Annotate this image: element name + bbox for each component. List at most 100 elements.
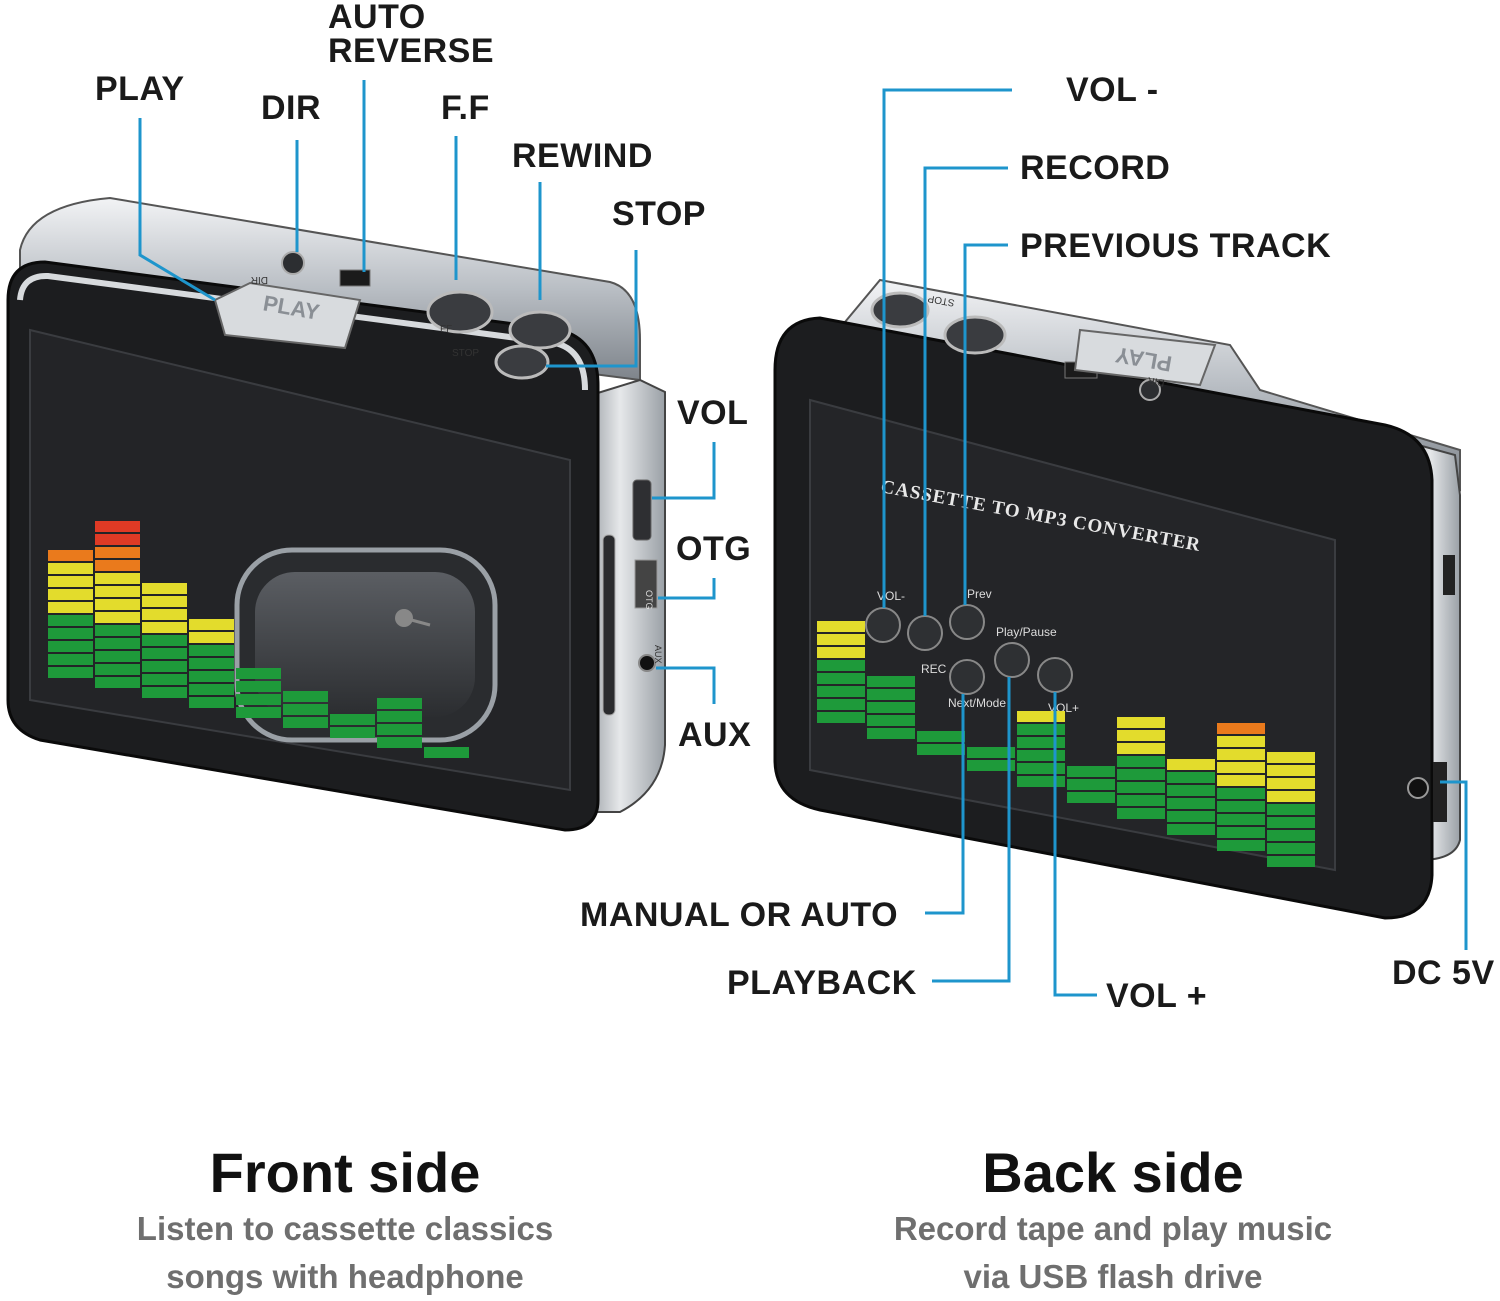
eq-cell [1117,808,1165,819]
eq-cell [189,684,234,695]
eq-cell [95,625,140,636]
back-play-key [1073,328,1217,387]
eq-cell [95,573,140,584]
eq-cell [95,534,140,545]
back-control-buttons: VOL- Prev Play/Pause REC Next/Mode VOL+ [865,587,1079,715]
eq-cell [283,704,328,715]
label-dc-5v: DC 5V [1392,954,1495,992]
eq-cell [142,661,187,672]
label-dir: DIR [261,89,322,127]
eq-cell [189,658,234,669]
front-vol-wheel [632,479,652,541]
eq-cell [867,715,915,726]
callout-line-vol-plus [1053,692,1097,997]
eq-cell [189,632,234,643]
eq-cell [236,707,281,718]
eq-cell [236,694,281,705]
eq-cell [48,602,93,613]
eq-cell [95,586,140,597]
eq-cell [95,651,140,662]
label-vol-minus: VOL - [1066,71,1159,109]
eq-cell [283,717,328,728]
eq-cell [1267,765,1315,776]
back-stop-button [870,291,930,329]
eq-cell [95,521,140,532]
btn-label-rec: REC [921,662,947,676]
eq-cell [1117,717,1165,728]
eq-cell [48,550,93,561]
eq-cell [817,686,865,697]
eq-cell [1267,856,1315,867]
eq-cell [967,747,1015,758]
eq-cell [1117,769,1165,780]
eq-cell [1017,750,1065,761]
eq-cell [1217,827,1265,838]
eq-cell [1217,801,1265,812]
eq-cell [48,615,93,626]
front-side-otg-text: OTG [644,590,654,610]
eq-cell [817,712,865,723]
back-caption-line-2: via USB flash drive [963,1258,1263,1295]
front-aux-jack [638,654,656,672]
callout-line-manual-or-auto [925,694,965,915]
label-rewind: REWIND [512,137,653,175]
eq-cell [917,731,965,742]
front-stop-button [494,344,550,380]
callout-line-previous-track [963,243,1008,605]
callout-line-play [138,118,216,302]
back-caption-sub: Record tape and play music via USB flash… [853,1205,1373,1301]
eq-cell [867,702,915,713]
eq-cell [189,671,234,682]
eq-cell [330,727,375,738]
eq-cell [95,612,140,623]
eq-cell [1117,756,1165,767]
front-caption-line-2: songs with headphone [166,1258,524,1295]
eq-cell [189,645,234,656]
front-caption-line-1: Listen to cassette classics [136,1210,554,1247]
callout-line-dc-5v [1440,780,1468,950]
eq-cell [330,714,375,725]
eq-cell [48,576,93,587]
eq-cell [236,668,281,679]
eq-cell [1167,772,1215,783]
front-caption-sub: Listen to cassette classics songs with h… [85,1205,605,1301]
eq-cell [1167,811,1215,822]
label-record: RECORD [1020,149,1171,187]
eq-cell [95,599,140,610]
eq-cell [1017,737,1065,748]
label-vol-plus: VOL + [1106,977,1208,1015]
eq-cell [48,654,93,665]
eq-cell [1267,791,1315,802]
back-caption-title: Back side [982,1141,1244,1204]
eq-cell [1217,788,1265,799]
front-ff-button [426,290,494,334]
front-device: PLAY DIR FF STOP OTG AUX [6,196,666,832]
back-dc-port [1433,762,1447,822]
eq-cell [189,697,234,708]
eq-cell [95,664,140,675]
eq-cell [1117,782,1165,793]
callout-line-aux [656,666,716,704]
front-side-aux-text: AUX [653,645,663,664]
eq-cell [48,589,93,600]
back-play-pause-button [994,642,1030,678]
back-dir-knob [1139,379,1161,401]
callout-lines [138,80,1468,997]
eq-cell [377,711,422,722]
back-vol-plus-button [1037,657,1073,693]
eq-cell [142,622,187,633]
eq-cell [1217,749,1265,760]
front-play-key [213,281,362,350]
front-auto-reverse-switch [339,269,371,287]
eq-cell [95,560,140,571]
eq-cell [1167,759,1215,770]
label-stop: STOP [612,195,706,233]
eq-cell [1067,792,1115,803]
front-slider [602,534,616,716]
eq-cell [142,609,187,620]
eq-cell [1217,775,1265,786]
label-ff: F.F [441,89,490,127]
back-next-mode-button [949,659,985,695]
btn-label-prev: Prev [967,587,992,601]
